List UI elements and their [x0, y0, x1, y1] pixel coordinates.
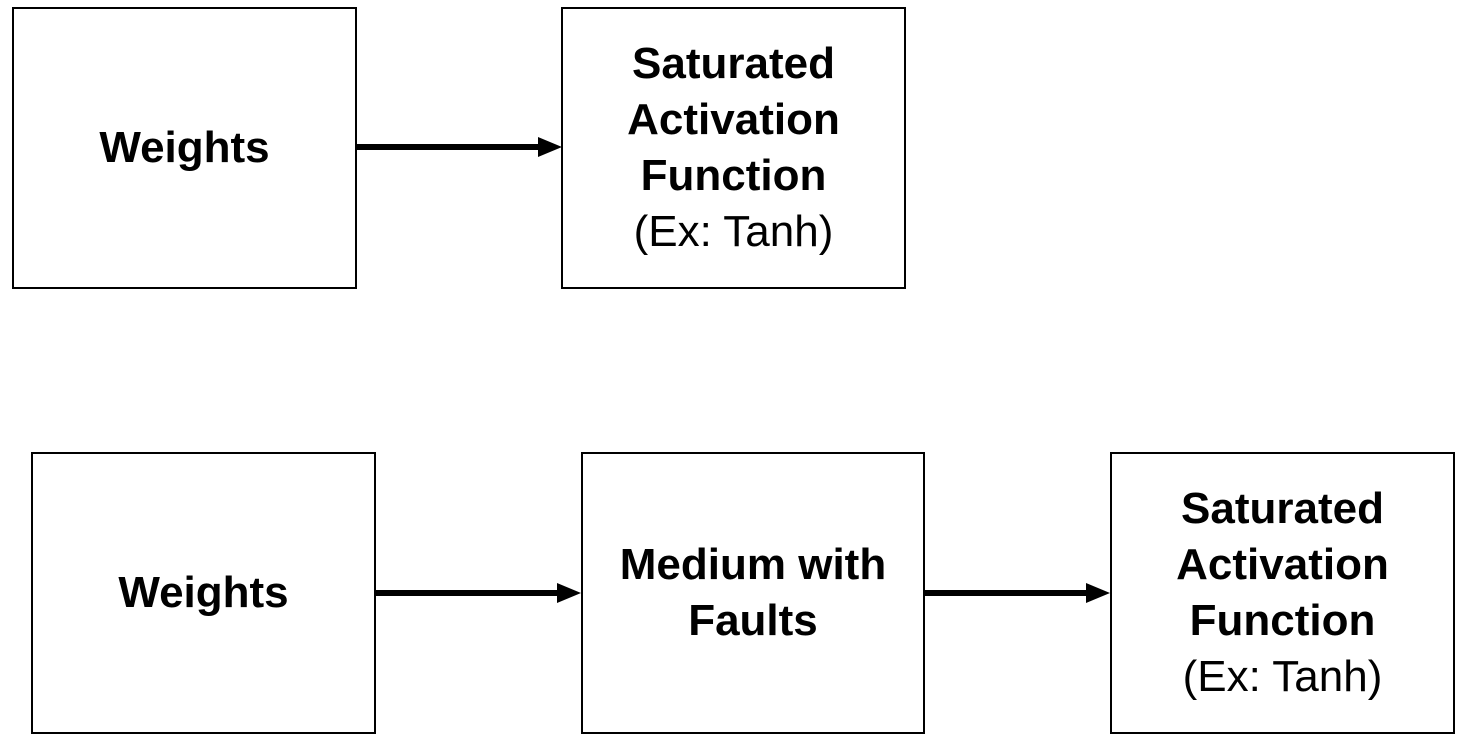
arrow-weights-to-medium	[376, 583, 581, 603]
activation-label-line-1: Saturated	[632, 39, 835, 88]
weights-box-top: Weights	[12, 7, 357, 289]
activation-function-box-top: Saturated Activation Function (Ex: Tanh)	[561, 7, 906, 289]
activation-example: (Ex: Tanh)	[633, 207, 834, 256]
weights-label: Weights	[118, 568, 289, 617]
weights-box-bottom: Weights	[31, 452, 376, 734]
activation-example: (Ex: Tanh)	[1182, 652, 1383, 701]
medium-with-faults-box: Medium with Faults	[581, 452, 925, 734]
arrow-weights-to-activation-top	[357, 137, 562, 157]
activation-label-line-2: Activation	[1176, 540, 1389, 589]
activation-label-line-3: Function	[1189, 596, 1376, 645]
medium-label-line-1: Medium with	[619, 540, 887, 589]
medium-label-line-2: Faults	[688, 596, 818, 645]
activation-label-line-2: Activation	[627, 95, 840, 144]
activation-label-line-3: Function	[640, 151, 827, 200]
activation-label-line-1: Saturated	[1181, 484, 1384, 533]
arrow-medium-to-activation	[925, 583, 1110, 603]
weights-label: Weights	[99, 123, 270, 172]
activation-function-box-bottom: Saturated Activation Function (Ex: Tanh)	[1110, 452, 1455, 734]
